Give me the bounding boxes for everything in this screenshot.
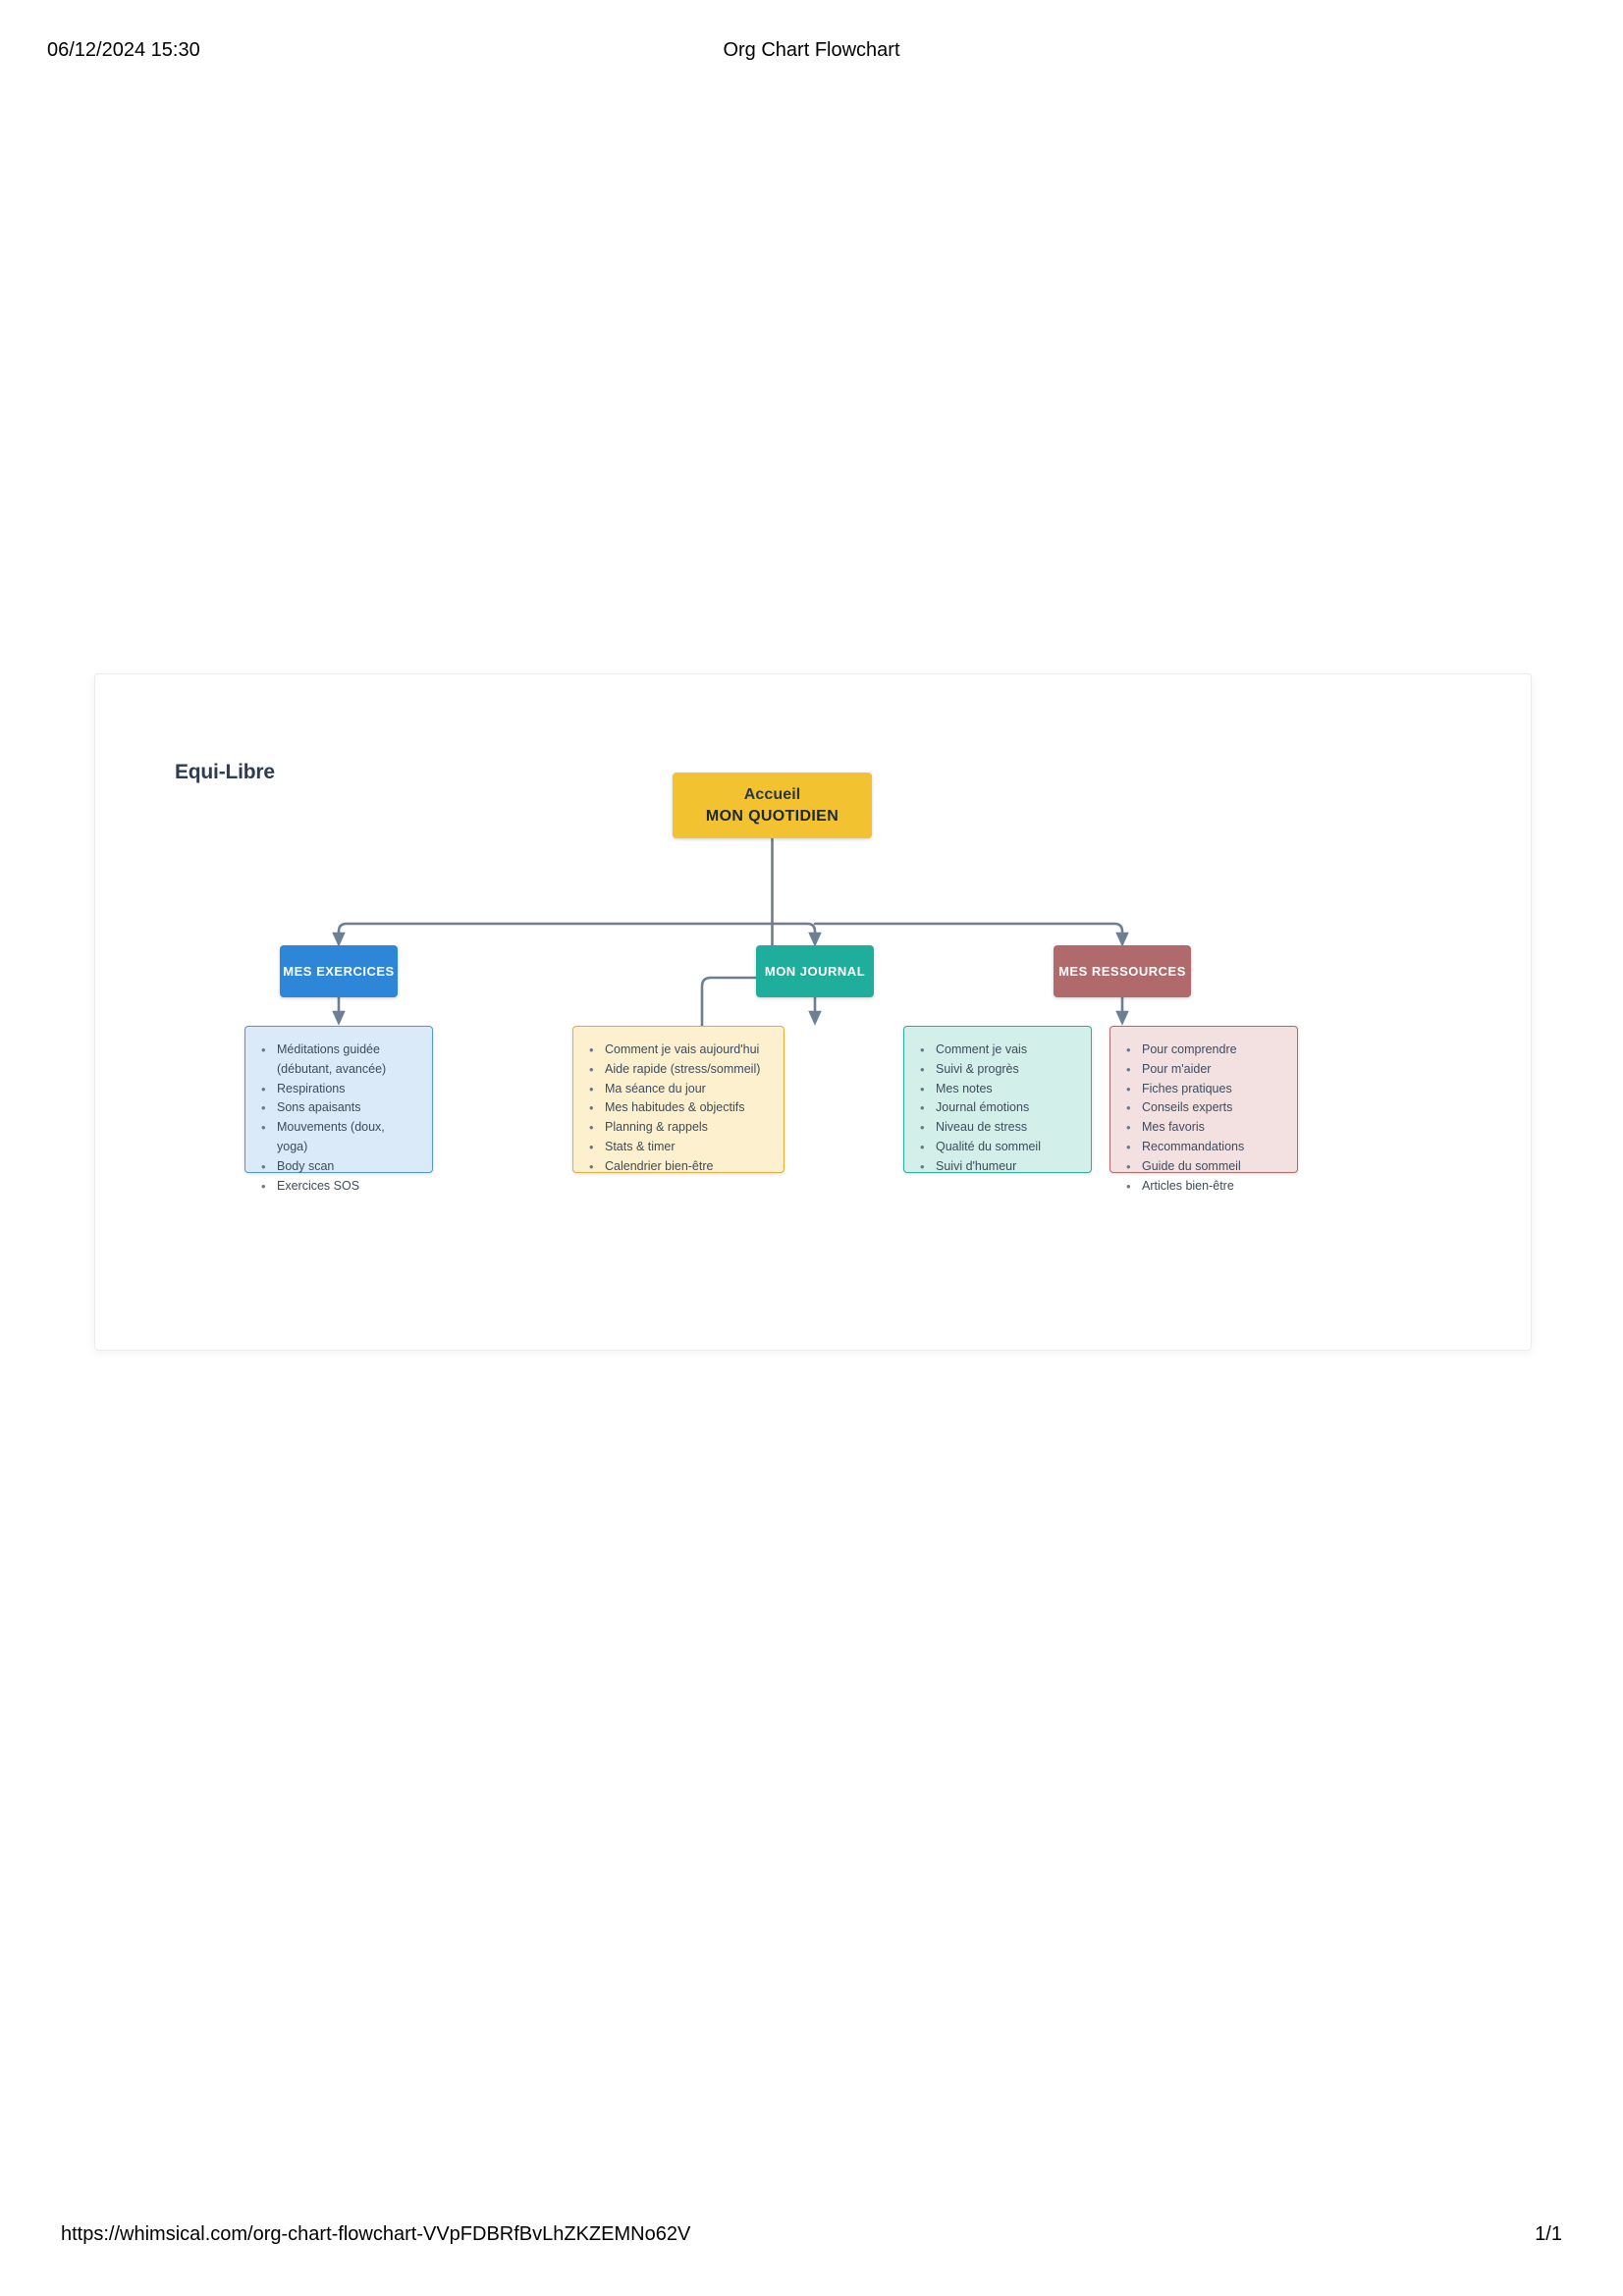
- list-mon-quotidien: Comment je vais aujourd'hui Aide rapide …: [583, 1041, 770, 1177]
- list-item: Body scan: [261, 1157, 418, 1177]
- list-item: Journal émotions: [920, 1098, 1077, 1118]
- list-item: Mouvements (doux, yoga): [261, 1118, 418, 1157]
- node-mes-exercices-label: MES EXERCICES: [283, 964, 395, 979]
- board-title: Equi-Libre: [175, 761, 275, 783]
- list-item: Pour m'aider: [1126, 1060, 1283, 1080]
- list-item: Stats & timer: [589, 1138, 770, 1157]
- list-item: Suivi d'humeur: [920, 1157, 1077, 1177]
- node-mes-ressources[interactable]: MES RESSOURCES: [1054, 945, 1191, 997]
- list-item: Conseils experts: [1126, 1098, 1283, 1118]
- list-item: Mes notes: [920, 1080, 1077, 1099]
- list-mes-ressources: Pour comprendre Pour m'aider Fiches prat…: [1120, 1041, 1283, 1196]
- list-item: Recommandations: [1126, 1138, 1283, 1157]
- list-item: Sons apaisants: [261, 1098, 418, 1118]
- node-mon-journal[interactable]: MON JOURNAL: [756, 945, 874, 997]
- node-accueil-line1: Accueil: [743, 785, 801, 803]
- list-item: Suivi & progrès: [920, 1060, 1077, 1080]
- connector-arrow-ressources: [813, 922, 1129, 947]
- list-mon-journal: Comment je vais Suivi & progrès Mes note…: [914, 1041, 1077, 1177]
- list-item: Niveau de stress: [920, 1118, 1077, 1138]
- list-item: Mes favoris: [1126, 1118, 1283, 1138]
- list-item: Fiches pratiques: [1126, 1080, 1283, 1099]
- list-item: Mes habitudes & objectifs: [589, 1098, 770, 1118]
- node-mes-exercices[interactable]: MES EXERCICES: [280, 945, 398, 997]
- list-item: Qualité du sommeil: [920, 1138, 1077, 1157]
- list-item: Aide rapide (stress/sommeil): [589, 1060, 770, 1080]
- list-box-mes-exercices[interactable]: Méditations guidée (débutant, avancée) R…: [244, 1026, 433, 1196]
- list-item: Calendrier bien-être: [589, 1157, 770, 1177]
- list-box-mon-quotidien[interactable]: Comment je vais aujourd'hui Aide rapide …: [572, 1026, 784, 1176]
- print-header: 06/12/2024 15:30 Org Chart Flowchart: [0, 39, 1623, 69]
- connector-arrow-journal: [771, 922, 822, 947]
- list-box-mes-ressources[interactable]: Pour comprendre Pour m'aider Fiches prat…: [1109, 1026, 1298, 1196]
- list-item: Guide du sommeil: [1126, 1157, 1283, 1177]
- print-footer: https://whimsical.com/org-chart-flowchar…: [0, 2223, 1623, 2249]
- node-mes-ressources-label: MES RESSOURCES: [1058, 964, 1186, 979]
- node-mon-journal-label: MON JOURNAL: [764, 964, 866, 979]
- list-item: Respirations: [261, 1080, 418, 1099]
- print-source-url: https://whimsical.com/org-chart-flowchar…: [61, 2223, 691, 2245]
- list-item: Ma séance du jour: [589, 1080, 770, 1099]
- list-item: Comment je vais: [920, 1041, 1077, 1060]
- list-item: Pour comprendre: [1126, 1041, 1283, 1060]
- list-item: Exercices SOS: [261, 1177, 418, 1197]
- list-item: Planning & rappels: [589, 1118, 770, 1138]
- list-item: Méditations guidée (débutant, avancée): [261, 1041, 418, 1080]
- connector-bus-left: [337, 922, 774, 934]
- print-title: Org Chart Flowchart: [723, 39, 900, 61]
- node-accueil-mon-quotidien[interactable]: Accueil MON QUOTIDIEN: [673, 773, 872, 838]
- node-accueil-line2: MON QUOTIDIEN: [705, 807, 839, 825]
- print-date: 06/12/2024 15:30: [47, 39, 200, 61]
- list-box-mon-journal[interactable]: Comment je vais Suivi & progrès Mes note…: [903, 1026, 1092, 1176]
- list-item: Articles bien-être: [1126, 1177, 1283, 1197]
- diagram-canvas: Equi-Libre Accueil MON QUOTIDIEN MES EXE…: [94, 673, 1532, 1351]
- list-mes-exercices: Méditations guidée (débutant, avancée) R…: [255, 1041, 418, 1196]
- print-page-number: 1/1: [1535, 2223, 1562, 2245]
- list-item: Comment je vais aujourd'hui: [589, 1041, 770, 1060]
